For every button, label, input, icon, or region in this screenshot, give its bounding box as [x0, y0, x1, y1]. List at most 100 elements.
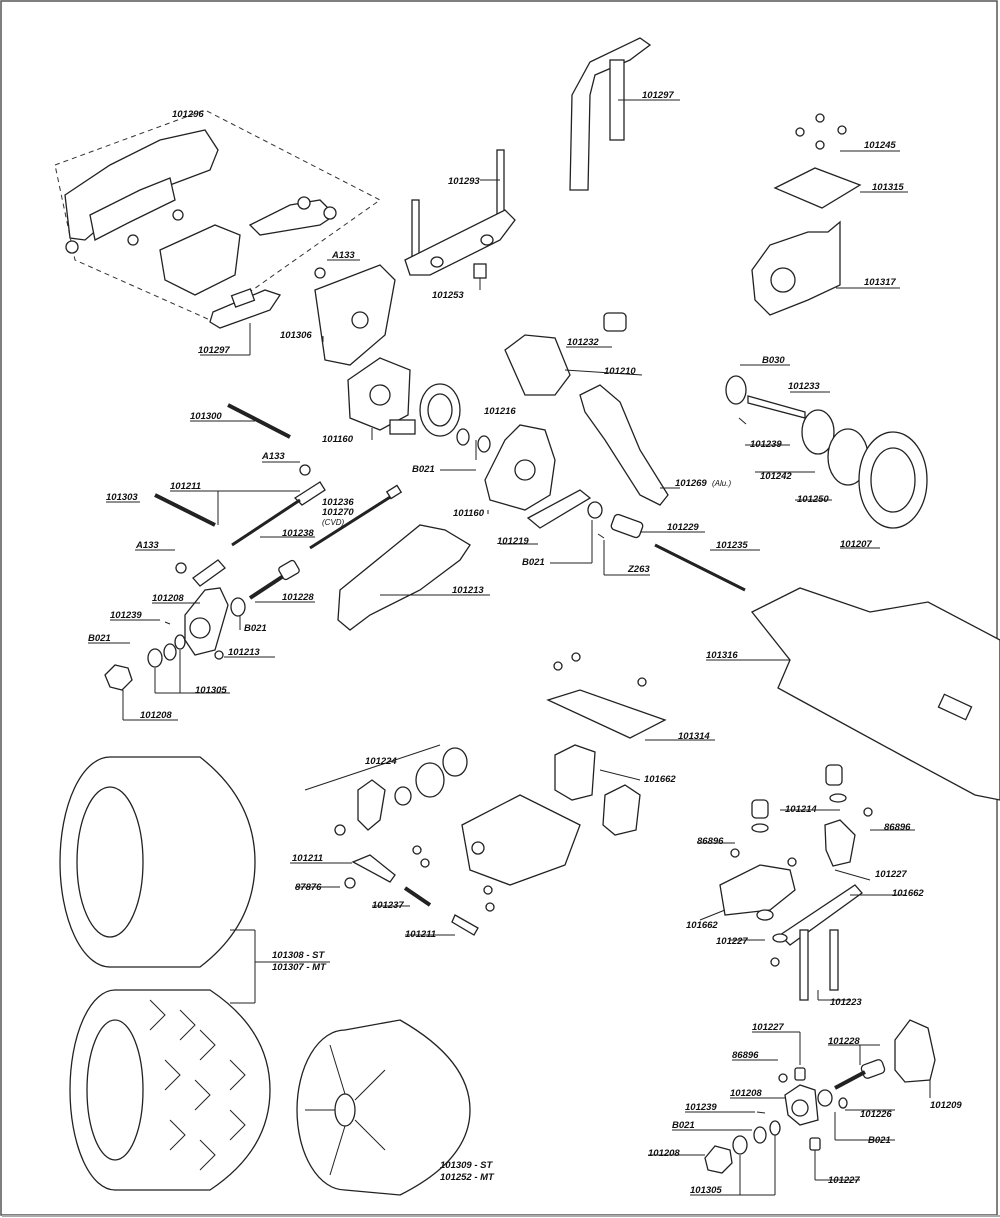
hex-hub-front	[704, 1145, 733, 1174]
rod-end-bottom	[192, 559, 226, 587]
label-101307: 101307 - MT	[272, 962, 327, 973]
linkage-screw-2	[420, 858, 430, 868]
bumper-pin-right	[172, 209, 184, 221]
drive-cup-101229	[610, 513, 644, 539]
label-101160-top: 101160	[322, 434, 354, 445]
servo-screw	[334, 824, 346, 836]
servo-saver-101224	[304, 744, 581, 886]
shaft-101233	[747, 395, 806, 419]
label-101227-right: 101227	[875, 869, 907, 880]
nut-A133c	[175, 562, 187, 574]
bumper-pin-mid	[127, 234, 139, 246]
bearing-B030	[725, 375, 747, 405]
arm-pivot-1	[297, 196, 311, 210]
servo-saver-cap	[442, 747, 468, 777]
label-101239-gear: 101239	[750, 439, 782, 450]
bumper-group-101296	[54, 109, 381, 356]
steering-assembly	[697, 764, 915, 1001]
suspension-arm	[337, 524, 471, 631]
lower-bumper-plate	[209, 289, 282, 329]
motor-mount-hole	[770, 267, 796, 293]
label-101229: 101229	[667, 522, 699, 533]
axle-cup	[278, 559, 300, 581]
label-101306: 101306	[280, 330, 312, 341]
label-Z263: Z263	[627, 564, 650, 575]
label-101213-arm: 101213	[452, 585, 484, 596]
label-101233: 101233	[788, 381, 820, 392]
motor-mount-101317	[751, 220, 841, 316]
screw-86896c	[778, 1073, 788, 1083]
label-B021-diff: B021	[412, 464, 435, 475]
tire-knobby-pattern	[149, 999, 246, 1171]
body-post-mount-101293	[404, 149, 516, 290]
screw-86896a-2	[787, 857, 797, 867]
diff-case	[427, 393, 453, 427]
servo-mount-left	[554, 744, 596, 801]
label-101226: 101226	[860, 1109, 892, 1120]
bulkhead-101306	[314, 259, 396, 366]
post-101223a	[799, 929, 809, 1001]
label-101315: 101315	[872, 182, 904, 193]
arm-pivot-2	[323, 206, 337, 220]
linkage-screw-4	[485, 902, 495, 912]
label-A133-mid: A133	[261, 451, 285, 462]
front-hub-group	[648, 1019, 936, 1196]
label-101238: 101238	[282, 528, 314, 539]
bearing-B021d	[587, 501, 603, 519]
label-101236: 101236	[322, 497, 354, 508]
washer-top	[829, 793, 847, 803]
turnbuckle-101211	[106, 461, 326, 587]
servo-saver-spring	[415, 762, 445, 798]
axle-101228b	[834, 1070, 866, 1090]
linkage-screw-1	[412, 845, 422, 855]
tire-slick-tread	[110, 756, 256, 968]
driveshaft-cup	[385, 484, 403, 500]
label-101239-hub: 101239	[110, 610, 142, 621]
label-101211-link: 101211	[292, 853, 323, 864]
tire-slick-inner	[76, 786, 144, 938]
bumper-dashed-outline	[54, 109, 381, 321]
nut-A133b	[299, 464, 311, 476]
washer-1	[147, 648, 163, 668]
bearing-B021e	[817, 1089, 833, 1107]
label-86896-right: 86896	[884, 822, 911, 833]
driveshaft	[309, 492, 396, 550]
rod-end-top	[293, 481, 326, 506]
plate-101314	[546, 689, 667, 739]
label-A133-low: A133	[135, 540, 159, 551]
chassis-brace-101269	[579, 384, 680, 506]
label-101242: 101242	[760, 471, 792, 482]
tire-knobby-tread	[115, 989, 271, 1191]
screw-2	[815, 113, 825, 123]
label-101252: 101252 - MT	[440, 1172, 495, 1183]
label-101209: 101209	[930, 1100, 962, 1111]
label-101239-front: 101239	[685, 1102, 717, 1113]
tire-knobby-inner	[86, 1019, 144, 1161]
rim-barrel	[344, 1019, 471, 1196]
chassis-plate	[750, 587, 1000, 801]
label-B021-washer: B021	[88, 633, 111, 644]
label-101207: 101207	[840, 539, 872, 550]
turnbuckle-rod	[231, 498, 301, 547]
washer-left	[751, 823, 769, 833]
bumper-pin-left	[65, 240, 79, 254]
chassis-plate-101316	[706, 587, 1000, 801]
pin-Z263	[597, 533, 605, 539]
bushing-101227b	[772, 933, 788, 943]
bumper-arm	[248, 199, 337, 236]
label-101232: 101232	[567, 337, 599, 348]
differential	[389, 383, 491, 471]
bearing-B021c	[163, 643, 177, 661]
label-101293: 101293	[448, 176, 480, 187]
servo-mount-101662	[554, 744, 641, 836]
screw-bottom	[770, 957, 780, 967]
front-carrier-bore	[791, 1099, 809, 1117]
label-101210: 101210	[604, 366, 636, 377]
hex-hub-101208	[104, 664, 133, 691]
bumper-mount-plate	[159, 224, 241, 296]
label-B030: B030	[762, 355, 785, 366]
rod-101237	[403, 886, 432, 907]
driveshaft-101235	[654, 543, 746, 592]
label-101208-carrier: 101208	[152, 593, 184, 604]
